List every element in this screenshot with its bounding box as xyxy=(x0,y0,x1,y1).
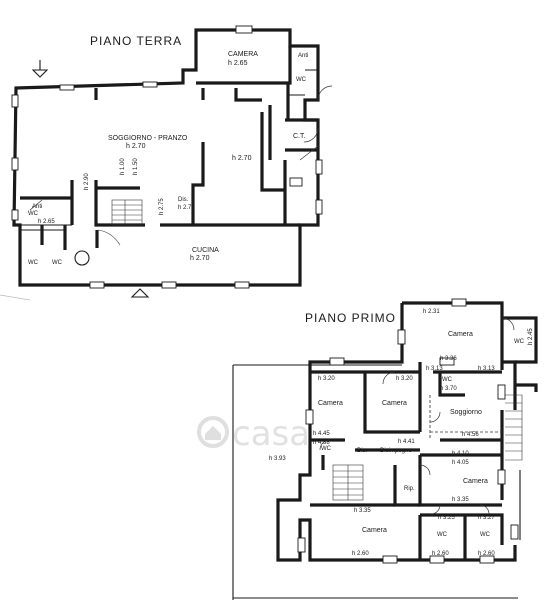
room-label: Camera xyxy=(463,478,488,485)
height-label: h 3.27 xyxy=(478,515,495,521)
height-label: h 3.20 xyxy=(318,376,335,382)
room-label: WC xyxy=(437,532,448,538)
ground-outer-wall xyxy=(12,28,320,287)
room-label: WC xyxy=(52,260,63,266)
room-label: WC xyxy=(28,211,39,217)
first-outer-frame xyxy=(232,364,521,600)
door-arcs xyxy=(29,85,333,266)
height-label: h 2.70 xyxy=(232,155,252,162)
room-label: WC xyxy=(514,339,525,345)
height-label: h 2.75 xyxy=(159,198,165,215)
entrance-marker-icon xyxy=(130,288,150,298)
height-label: h 4.05 xyxy=(452,460,469,466)
room-label: Anti xyxy=(32,204,42,210)
height-label: h 3.35 xyxy=(452,497,469,503)
room-label: CUCINA xyxy=(192,247,219,254)
room-label: Camera xyxy=(318,400,343,407)
height-label: h 3.70 xyxy=(440,386,457,392)
room-label: WC xyxy=(296,77,307,83)
room-label: Dis. xyxy=(357,448,368,454)
height-label: h 2.70 xyxy=(126,143,146,150)
room-label: Dis. xyxy=(178,197,189,203)
height-label: h 4.10 xyxy=(452,451,469,457)
watermark: casa xyxy=(197,414,310,454)
height-label: h 2.65 xyxy=(228,60,248,67)
watermark-text: casa xyxy=(232,414,310,454)
stair-icon xyxy=(332,464,364,501)
external-stair-icon xyxy=(505,394,523,461)
room-label: WC xyxy=(28,260,39,266)
height-label: h 1.00 xyxy=(120,158,126,175)
entrance-marker-icon xyxy=(31,60,49,78)
first-floor-title: PIANO PRIMO xyxy=(305,311,396,325)
room-label: SOGGIORNO - PRANZO xyxy=(108,135,188,142)
room-label: C.T. xyxy=(293,133,306,140)
room-label: Rip. xyxy=(404,486,415,492)
height-label: h 3.36 xyxy=(440,356,457,362)
ground-floor-title: PIANO TERRA xyxy=(90,34,182,48)
room-label: Soggiorno xyxy=(450,409,482,416)
room-label: Camera xyxy=(448,331,473,338)
height-label: h 2.31 xyxy=(423,309,440,315)
window-marks xyxy=(11,25,323,289)
height-label: h 2.60 xyxy=(432,551,449,557)
height-label: h 2.45 xyxy=(528,328,534,345)
room-label: Camera xyxy=(362,527,387,534)
height-label: h 4.56 xyxy=(462,432,479,438)
height-label: h 4.38 xyxy=(313,440,330,446)
scan-artifacts xyxy=(0,45,400,595)
stair-icon xyxy=(97,199,143,246)
height-label: h 2.75 xyxy=(178,205,195,211)
first-floor-plan: PIANO PRIMO xyxy=(232,298,538,600)
room-label: CAMERA xyxy=(228,51,258,58)
height-label: h 3.93 xyxy=(269,456,286,462)
room-label: WC xyxy=(442,377,453,383)
height-label: h 2.65 xyxy=(38,219,55,225)
door-arcs xyxy=(319,317,515,515)
room-label: Disimpegno xyxy=(380,448,412,454)
height-label: h 3.25 xyxy=(438,515,455,521)
height-label: h 3.35 xyxy=(354,508,371,514)
height-label: h 3.13 xyxy=(426,366,443,372)
window-marks xyxy=(297,298,519,564)
room-label: WC xyxy=(321,446,332,452)
ground-floor-plan: PIANO TERRA xyxy=(11,25,333,298)
height-label: h 2.70 xyxy=(190,255,210,262)
height-label: h 4.41 xyxy=(398,439,415,445)
height-label: h 2.60 xyxy=(478,551,495,557)
room-label: WC xyxy=(480,532,491,538)
height-label: h 2.90 xyxy=(84,173,90,190)
height-label: h 3.13 xyxy=(478,366,495,372)
room-label: Anti xyxy=(298,53,308,59)
height-label: h 2.60 xyxy=(352,551,369,557)
height-label: h 3.20 xyxy=(396,376,413,382)
height-label: h 4.45 xyxy=(313,431,330,437)
height-label: h 1.50 xyxy=(133,158,139,175)
room-label: Camera xyxy=(382,400,407,407)
